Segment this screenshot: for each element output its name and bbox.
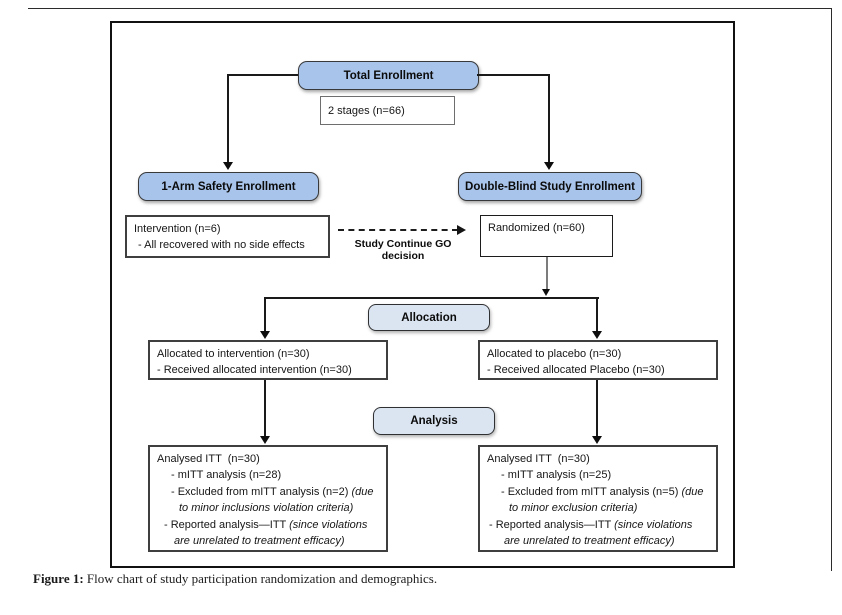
total-enrollment-label: Total Enrollment — [343, 69, 434, 82]
connector-left-horizontal — [227, 74, 298, 76]
analysed-intervention-line3: - Excluded from mITT analysis (n=2) (due — [171, 485, 374, 498]
double-blind-label: Double-Blind Study Enrollment — [465, 180, 635, 193]
connector-analysis-left-vertical — [264, 380, 266, 436]
one-arm-safety-box: 1-Arm Safety Enrollment — [138, 172, 319, 201]
analysed-intervention-line6: are unrelated to treatment efficacy) — [174, 535, 345, 548]
analysed-placebo-line2: - mITT analysis (n=25) — [501, 469, 612, 482]
arrow-down-icon — [542, 289, 550, 296]
figure-frame — [110, 21, 735, 568]
intervention-line2: - All recovered with no side effects — [138, 239, 305, 251]
analysed-placebo-line3: - Excluded from mITT analysis (n=5) (due — [501, 485, 704, 498]
arrow-down-icon — [260, 436, 270, 444]
analysed-placebo-line6: are unrelated to treatment efficacy) — [504, 535, 675, 548]
analysis-label: Analysis — [410, 415, 458, 427]
allocated-placebo-line2: - Received allocated Placebo (n=30) — [487, 364, 665, 376]
go-decision-label: Study Continue GO decision — [354, 238, 452, 262]
figure-caption-text: Flow chart of study participation random… — [83, 571, 438, 586]
randomized-label: Randomized (n=60) — [488, 222, 585, 234]
allocated-placebo-line1: Allocated to placebo (n=30) — [487, 348, 622, 360]
connector-right-horizontal — [477, 74, 550, 76]
analysed-intervention-line4: to minor inclusions violation criteria) — [179, 502, 354, 515]
allocation-stage-box: Allocation — [368, 304, 490, 331]
figure-caption-label: Figure 1: — [33, 571, 84, 586]
connector-allocation-horizontal — [264, 297, 599, 299]
figure-caption: Figure 1: Flow chart of study participat… — [33, 571, 593, 587]
go-decision-dashed-line — [338, 229, 458, 231]
total-enrollment-box: Total Enrollment — [298, 61, 479, 90]
analysed-intervention-box: Analysed ITT (n=30) - mITT analysis (n=2… — [148, 445, 388, 552]
analysed-placebo-box: Analysed ITT (n=30) - mITT analysis (n=2… — [478, 445, 718, 552]
arrow-down-icon — [223, 162, 233, 170]
double-blind-box: Double-Blind Study Enrollment — [458, 172, 642, 201]
arrow-down-icon — [592, 331, 602, 339]
allocated-placebo-box: Allocated to placebo (n=30) - Received a… — [478, 340, 718, 380]
analysed-intervention-line2: - mITT analysis (n=28) — [171, 469, 282, 482]
analysed-placebo-title: Analysed ITT (n=30) — [487, 453, 590, 465]
arrow-right-icon — [457, 225, 466, 235]
connector-left-vertical — [227, 74, 229, 162]
analysed-placebo-line5: - Reported analysis—ITT (since violation… — [489, 518, 693, 531]
allocated-intervention-line1: Allocated to intervention (n=30) — [157, 348, 310, 360]
analysis-stage-box: Analysis — [373, 407, 495, 435]
connector-alloc-left-vertical — [264, 297, 266, 331]
analysed-intervention-title: Analysed ITT (n=30) — [157, 453, 260, 465]
intervention-box: Intervention (n=6) - All recovered with … — [125, 215, 330, 258]
arrow-down-icon — [544, 162, 554, 170]
allocated-intervention-box: Allocated to intervention (n=30) - Recei… — [148, 340, 388, 380]
connector-right-vertical — [548, 74, 550, 162]
arrow-down-icon — [260, 331, 270, 339]
allocated-intervention-line2: - Received allocated intervention (n=30) — [157, 364, 352, 376]
stages-label: 2 stages (n=66) — [328, 104, 405, 117]
stages-box: 2 stages (n=66) — [320, 96, 455, 125]
analysed-intervention-line5: - Reported analysis—ITT (since violation… — [164, 518, 368, 531]
connector-alloc-right-vertical — [596, 297, 598, 331]
allocation-label: Allocation — [401, 311, 457, 324]
connector-randomized-vertical — [546, 257, 548, 289]
randomized-box: Randomized (n=60) — [480, 215, 613, 257]
analysed-placebo-line4: to minor exclusion criteria) — [509, 502, 638, 515]
one-arm-safety-label: 1-Arm Safety Enrollment — [161, 180, 296, 193]
intervention-line1: Intervention (n=6) — [134, 223, 221, 235]
connector-analysis-right-vertical — [596, 380, 598, 436]
page-border — [28, 8, 832, 571]
arrow-down-icon — [592, 436, 602, 444]
